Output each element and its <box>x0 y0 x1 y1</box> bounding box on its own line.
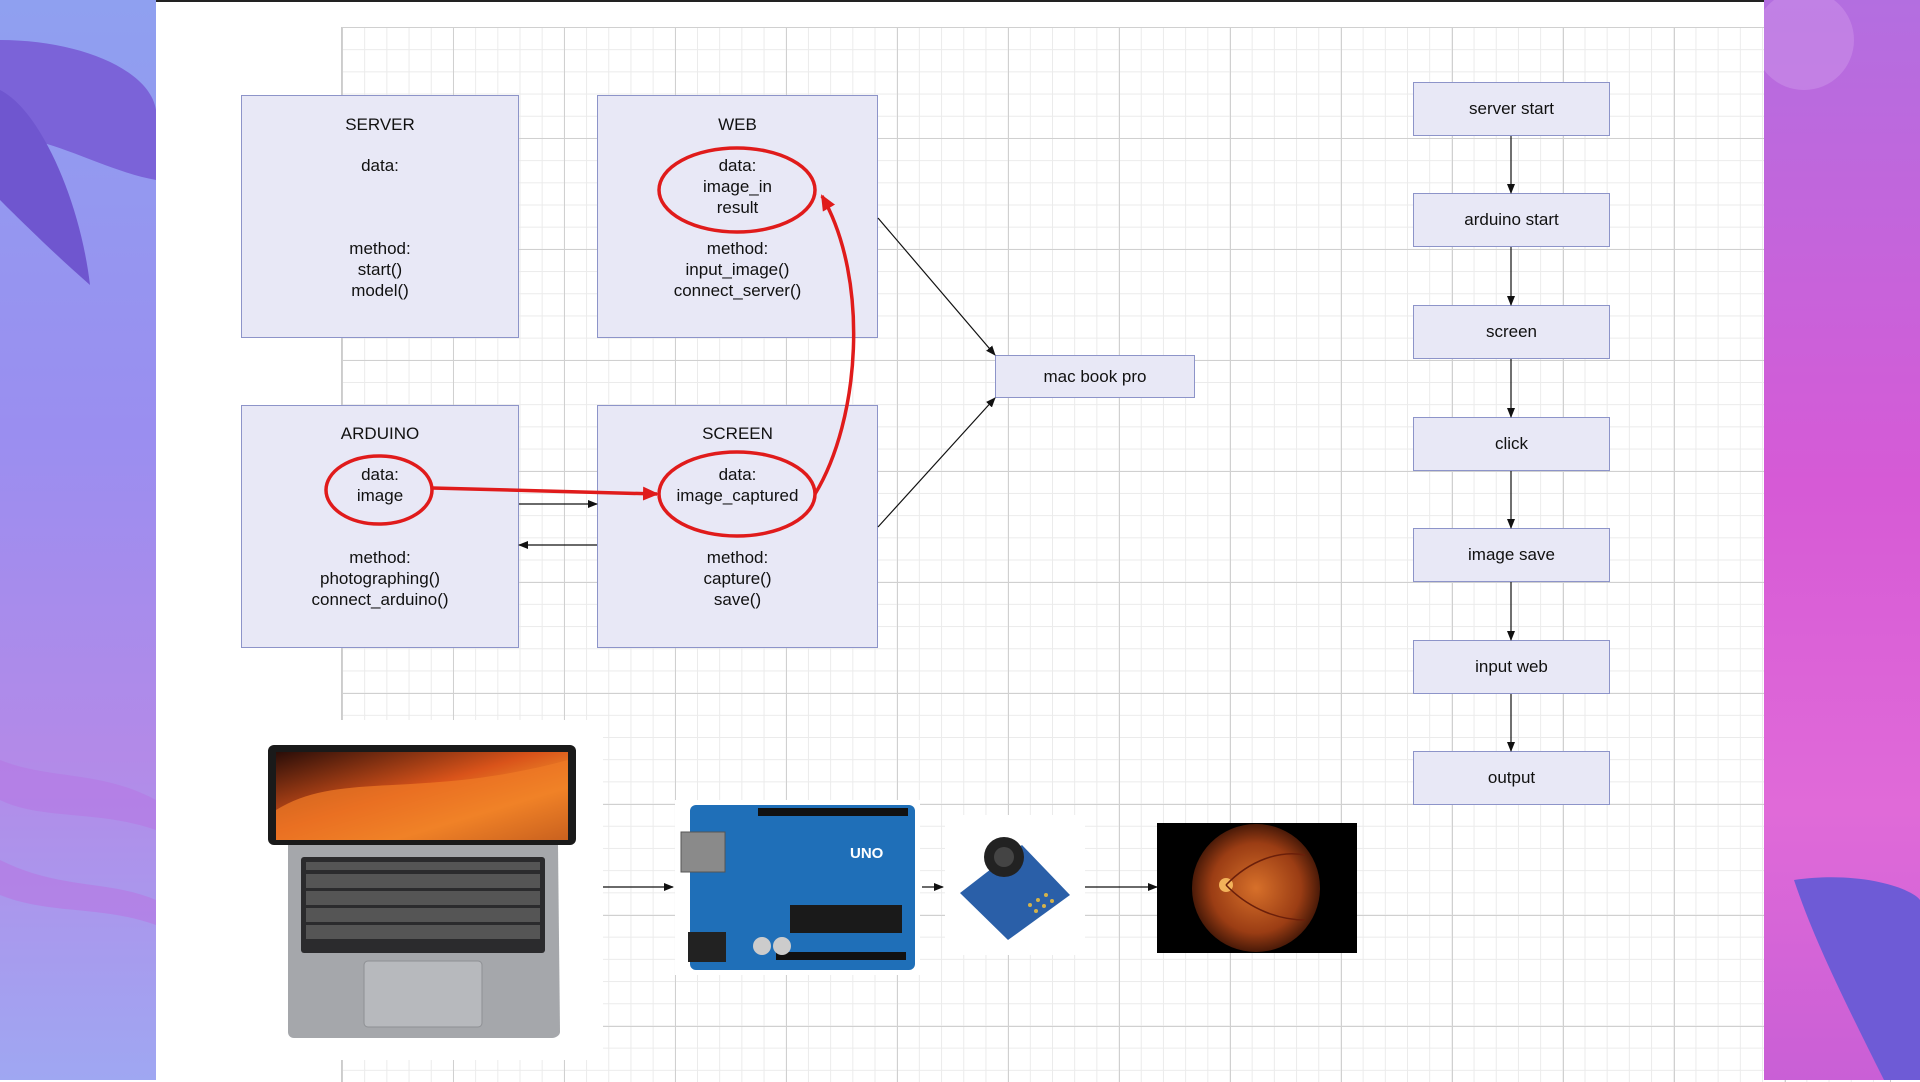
flow-step-output: output <box>1413 751 1610 805</box>
arduino-title: ARDUINO <box>340 424 420 443</box>
web-data-highlight <box>657 146 817 234</box>
left-decorative-panel <box>0 0 156 1080</box>
screen-class-box: SCREEN data: image_captured method: capt… <box>597 405 878 648</box>
server-method-model: model() <box>351 281 409 300</box>
web-method-input-image: input_image() <box>685 260 790 279</box>
screen-data-image-captured: image_captured <box>676 486 799 505</box>
web-data-result: result <box>716 198 759 217</box>
web-method-connect-server: connect_server() <box>673 281 802 300</box>
web-to-mac-arrow <box>877 217 996 356</box>
arduino-board-uno-mark: UNO <box>850 845 884 862</box>
web-title: WEB <box>718 115 757 134</box>
server-data-label: data: <box>361 156 399 175</box>
screen-method-label: method: <box>706 548 769 567</box>
arduino-data-image: image <box>356 486 404 505</box>
server-class-box: SERVER data: method: start() model() <box>241 95 519 338</box>
screen-data-highlight <box>657 450 817 538</box>
flow-step-input-web: input web <box>1413 640 1610 694</box>
arduino-image-flow-arrow <box>431 486 659 501</box>
server-method-start: start() <box>357 260 403 279</box>
flow-step-image-save: image save <box>1413 528 1610 582</box>
screen-data-label: data: <box>718 465 757 484</box>
left-leaf-decoration <box>0 40 156 925</box>
flow-step-server-start: server start <box>1413 82 1610 136</box>
server-title: SERVER <box>345 115 415 134</box>
flow-step-click: click <box>1413 417 1610 471</box>
web-data-image-in: image_in <box>703 177 772 196</box>
screen-title: SCREEN <box>702 424 773 443</box>
arduino-class-box: ARDUINO data: image method: photographin… <box>241 405 519 648</box>
retina-fundus-image <box>1157 823 1357 953</box>
arduino-method-connect: connect_arduino() <box>311 590 449 609</box>
web-method-label: method: <box>706 239 769 258</box>
mac-book-pro-node: mac book pro <box>995 355 1195 398</box>
screen-to-web-flow-arrow <box>813 194 856 495</box>
right-decorative-panel <box>1764 0 1920 1080</box>
right-leaf-decoration <box>1764 0 1920 1080</box>
screen-method-save: save() <box>713 590 762 609</box>
screen-to-mac-arrow <box>877 397 996 528</box>
arduino-data-label: data: <box>361 465 399 484</box>
laptop-image <box>255 720 603 1060</box>
flow-step-screen: screen <box>1413 305 1610 359</box>
arduino-method-label: method: <box>349 548 411 567</box>
camera-module-image <box>945 815 1085 955</box>
server-method-label: method: <box>349 239 411 258</box>
arduino-data-highlight <box>324 454 434 526</box>
arduino-board-image: UNO <box>675 800 920 975</box>
screen-method-capture: capture() <box>703 569 772 588</box>
flow-step-arduino-start: arduino start <box>1413 193 1610 247</box>
web-data-label: data: <box>718 156 757 175</box>
arduino-method-photographing: photographing() <box>319 569 441 588</box>
